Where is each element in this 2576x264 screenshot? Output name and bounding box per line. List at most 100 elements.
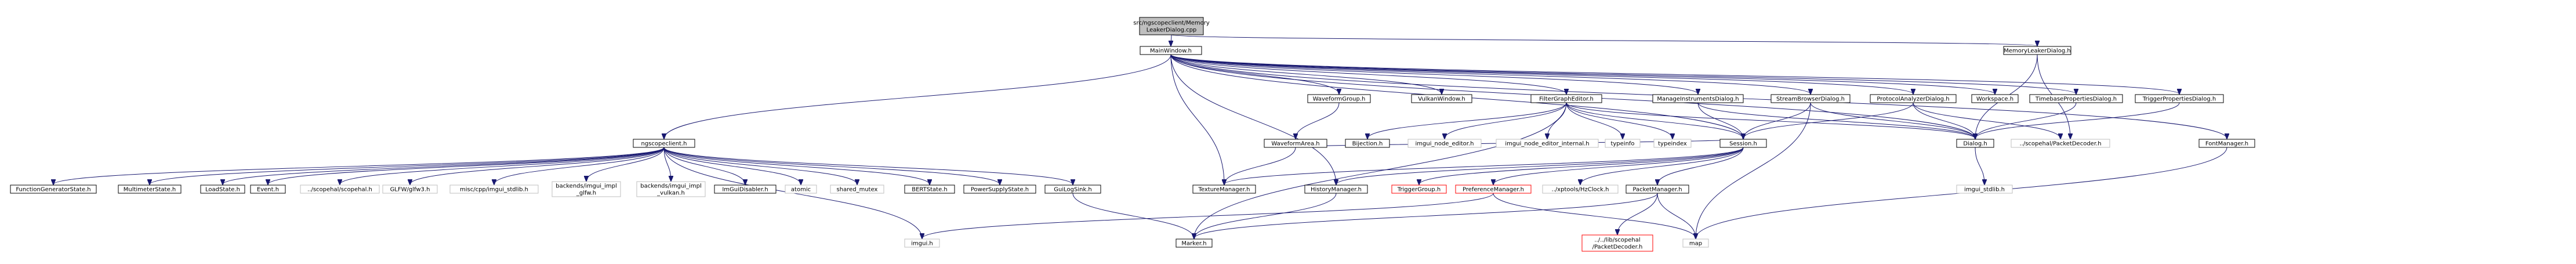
node-powersupplystate[interactable]: PowerSupplyState.h [963, 185, 1036, 194]
node-libpacketdecoder[interactable]: ../../lib/scopehal/PacketDecoder.h [1581, 234, 1653, 252]
node-triggergroup[interactable]: TriggerGroup.h [1391, 185, 1447, 194]
node-box-preferencemanager[interactable] [1455, 185, 1532, 194]
node-box-historymanager[interactable] [1304, 185, 1368, 194]
node-box-waveformgroup[interactable] [1307, 94, 1371, 103]
node-box-vulkanwindow[interactable] [1411, 94, 1472, 103]
node-box-imguidisabler[interactable] [714, 185, 777, 194]
edge-mainwindow-to-texturemanager [1170, 54, 1224, 185]
edge-filtergrapheditor-to-bijection [1367, 102, 1567, 139]
node-multimeterstate[interactable]: MultimeterState.h [118, 185, 182, 194]
node-sharedmutex: shared_mutex [830, 185, 884, 194]
edge-session-to-packetmanager [1657, 147, 1744, 185]
node-box-imguiimplglfw [552, 181, 621, 197]
node-box-protocolanalyzerdialog[interactable] [1870, 94, 1957, 103]
node-guilogsink[interactable]: GuiLogSink.h [1044, 185, 1101, 194]
node-box-streambrowserdialog[interactable] [1770, 94, 1851, 103]
node-fontmanager[interactable]: FontManager.h [2198, 139, 2255, 148]
edge-ngscopeclient-to-guilogsink [663, 147, 1073, 185]
edge-mainwindow-to-vulkanwindow [1170, 54, 1442, 94]
node-event[interactable]: Event.h [250, 185, 286, 194]
node-box-texturemanager[interactable] [1192, 185, 1256, 194]
node-marker[interactable]: Marker.h [1175, 238, 1213, 248]
node-box-triggergroup[interactable] [1391, 185, 1447, 194]
node-box-functiongenstate[interactable] [10, 185, 97, 194]
node-loadstate[interactable]: LoadState.h [200, 185, 245, 194]
node-box-imguistdlibmisc [449, 185, 539, 194]
edge-mainwindow-to-ngscopeclient [664, 54, 1171, 139]
edge-preferencemanager-to-map [1493, 193, 1696, 238]
node-box-typeindex [1653, 139, 1692, 148]
node-box-scopehal [300, 185, 380, 194]
node-box-manageinstrumentsdialog[interactable] [1652, 94, 1744, 103]
node-box-libpacketdecoder[interactable] [1581, 234, 1653, 252]
node-vulkanwindow[interactable]: VulkanWindow.h [1411, 94, 1472, 103]
edge-waveformarea-to-texturemanager [1224, 147, 1296, 185]
node-bertstate[interactable]: BERTState.h [904, 185, 955, 194]
edge-mainwindow-to-protocolanalyzerdialog [1170, 54, 1913, 94]
node-historymanager[interactable]: HistoryManager.h [1304, 185, 1368, 194]
edge-protocolanalyzerdialog-to-packetdecoderrel [1913, 102, 2060, 139]
node-box-packetmanager[interactable] [1626, 185, 1689, 194]
node-label-imgui: imgui.h [911, 241, 933, 247]
edge-historymanager-to-marker [1194, 193, 1337, 238]
node-label-imguinodeeditor: imgui_node_editor.h [1416, 141, 1474, 147]
node-dialog[interactable]: Dialog.h [1956, 139, 1994, 148]
edge-mainwindow-to-filtergrapheditor [1170, 54, 1566, 94]
edge-ngscopeclient-to-bertstate [663, 147, 930, 185]
node-session[interactable]: Session.h [1719, 139, 1767, 148]
edge-session-to-historymanager [1336, 147, 1744, 185]
node-label-filtergrapheditor: FilterGraphEditor.h [1539, 96, 1594, 103]
edge-protocolanalyzerdialog-to-dialog [1913, 102, 1975, 139]
node-box-fontmanager[interactable] [2198, 139, 2255, 148]
node-bijection[interactable]: Bijection.h [1345, 139, 1390, 148]
node-box-dialog[interactable] [1956, 139, 1994, 148]
node-box-ngscopeclient[interactable] [633, 139, 695, 148]
node-label-atomic: atomic [791, 187, 811, 193]
node-box-powersupplystate[interactable] [963, 185, 1036, 194]
node-label-texturemanager: TextureManager.h [1198, 187, 1250, 193]
node-imguinodeeditorinternal: imgui_node_editor_internal.h [1496, 139, 1599, 148]
node-box-hzclock [1542, 185, 1619, 194]
node-protocolanalyzerdialog[interactable]: ProtocolAnalyzerDialog.h [1870, 94, 1957, 103]
node-box-filtergrapheditor[interactable] [1530, 94, 1602, 103]
node-ngscopeclient[interactable]: ngscopeclient.h [633, 139, 695, 148]
node-texturemanager[interactable]: TextureManager.h [1192, 185, 1256, 194]
node-workspace[interactable]: Workspace.h [1971, 94, 2019, 103]
node-label-imguiimplglfw: backends/imgui_impl [556, 183, 616, 190]
node-manageinstrumentsdialog[interactable]: ManageInstrumentsDialog.h [1652, 94, 1744, 103]
node-memoryleakerdialog[interactable]: MemoryLeakerDialog.h [2003, 46, 2071, 55]
node-preferencemanager[interactable]: PreferenceManager.h [1455, 185, 1532, 194]
node-box-session[interactable] [1719, 139, 1767, 148]
node-streambrowserdialog[interactable]: StreamBrowserDialog.h [1770, 94, 1851, 103]
edge-streambrowserdialog-to-dialog [1810, 102, 1975, 139]
node-functiongenstate[interactable]: FunctionGeneratorState.h [10, 185, 97, 194]
node-waveformarea[interactable]: WaveformArea.h [1264, 139, 1327, 148]
node-box-timebasepropertiesdialog[interactable] [2029, 94, 2123, 103]
node-box-waveformarea[interactable] [1264, 139, 1327, 148]
edge-filtergrapheditor-to-marker [1194, 102, 1567, 238]
node-box-bijection[interactable] [1345, 139, 1390, 148]
node-packetmanager[interactable]: PacketManager.h [1626, 185, 1689, 194]
node-label-event: Event.h [257, 187, 279, 193]
edge-packetmanager-to-libpacketdecoder [1617, 193, 1658, 234]
node-triggerpropertiesdialog[interactable]: TriggerPropertiesDialog.h [2135, 94, 2224, 103]
node-filtergrapheditor[interactable]: FilterGraphEditor.h [1530, 94, 1602, 103]
edge-ngscopeclient-to-event [268, 147, 665, 185]
node-box-multimeterstate[interactable] [118, 185, 182, 194]
node-box-guilogsink[interactable] [1044, 185, 1101, 194]
node-box-loadstate[interactable] [200, 185, 245, 194]
node-box-triggerpropertiesdialog[interactable] [2135, 94, 2224, 103]
node-imguidisabler[interactable]: ImGuiDisabler.h [714, 185, 777, 194]
node-box-marker[interactable] [1175, 238, 1213, 248]
edge-filtergrapheditor-to-typeinfo [1566, 102, 1623, 139]
node-timebasepropertiesdialog[interactable]: TimebasePropertiesDialog.h [2029, 94, 2123, 103]
node-box-event[interactable] [250, 185, 286, 194]
node-mainwindow[interactable]: MainWindow.h [1140, 46, 1202, 55]
node-box-workspace[interactable] [1971, 94, 2019, 103]
node-box-mainwindow[interactable] [1140, 46, 1202, 55]
node-box-bertstate[interactable] [904, 185, 955, 194]
node-box-memoryleakerdialog[interactable] [2003, 46, 2071, 55]
edge-session-to-triggergroup [1419, 147, 1744, 185]
node-waveformgroup[interactable]: WaveformGroup.h [1307, 94, 1371, 103]
node-box-map [1682, 238, 1709, 248]
